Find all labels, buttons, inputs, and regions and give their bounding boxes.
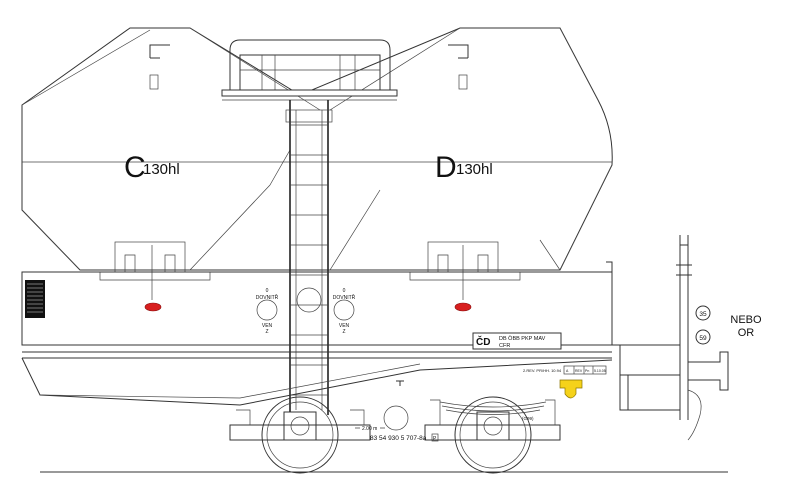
top-handrail (229, 39, 391, 90)
compartment-left-volume: 130hl (143, 161, 180, 178)
outlet-left (144, 302, 162, 312)
wagon-number: 83 54 930 5 707-8a (370, 435, 427, 442)
operator-plate (472, 332, 562, 350)
svg-text:DOVNITŘ: DOVNITŘ (256, 293, 279, 301)
svg-text:VEN: VEN (262, 323, 273, 329)
end-frame (612, 344, 681, 411)
symbol-35: 35 (695, 305, 711, 321)
valve-indicator-right: 0 DOVNITŘ VEN Z (333, 288, 356, 335)
operator-sub: CFR (499, 343, 510, 349)
revision-table (563, 365, 607, 375)
svg-text:0: 0 (266, 288, 269, 294)
revision-cell-2: Pn (585, 369, 589, 373)
vent-left-box (149, 74, 159, 90)
vent-left (149, 44, 170, 59)
hopper-cone-right (329, 164, 613, 271)
buffer (688, 351, 729, 391)
hopper-cone-left (21, 149, 291, 271)
discharge-unit-right (409, 241, 521, 312)
wagon-number-mark-box (431, 433, 439, 442)
top-handrail-inner (240, 55, 380, 90)
info-plate-lines (27, 283, 43, 313)
compartment-left-letter: C (124, 151, 146, 184)
hopper-body-outline (21, 27, 613, 271)
svg-text:59: 59 (699, 335, 707, 342)
info-plate (25, 280, 45, 318)
compartment-right-letter: D (435, 151, 457, 184)
operator-partners: DB ÖBB PKP MAV (499, 335, 546, 342)
svg-text:35: 35 (699, 311, 707, 318)
underframe-fishbelly (21, 357, 613, 406)
symbol-59: 59 (695, 329, 711, 345)
svg-text:0: 0 (343, 288, 346, 294)
revision-text: 2.REV. PR/HH. 10.94 (523, 368, 562, 373)
bogie-center-disc (383, 405, 409, 431)
end-post (606, 235, 692, 420)
leaf-spring (439, 401, 547, 415)
outlet-right (454, 302, 472, 312)
wagon-number-mark: P (433, 436, 437, 442)
ground-symbol (396, 380, 404, 386)
revision-cell-1: REV (575, 369, 583, 373)
svg-text:Z: Z (342, 329, 345, 335)
distance-label: 2.00 m (362, 426, 377, 432)
valve-indicator-left: 0 DOVNITŘ VEN Z (256, 288, 279, 335)
side-note: (G99) (522, 416, 534, 421)
center-handwheel (296, 287, 322, 313)
ladder-top-cap (285, 109, 333, 123)
vent-right (448, 44, 469, 59)
svg-text:DOVNITŘ: DOVNITŘ (333, 293, 356, 301)
revision-cell-3: 5.10.05 (594, 369, 606, 373)
wheel-right-1 (454, 396, 532, 474)
bogie-left (229, 396, 409, 474)
vent-right-box (458, 74, 468, 90)
yellow-coupling (559, 379, 583, 399)
compartment-right-volume: 130hl (456, 161, 493, 178)
revision-cell-0: A (566, 369, 569, 373)
bogie-right (424, 396, 561, 474)
svg-text:VEN: VEN (339, 323, 350, 329)
underframe-fishbelly-inner (39, 363, 421, 399)
or-label: OR (738, 327, 755, 339)
ladder-rungs (290, 124, 328, 396)
operator-code: ČD (476, 335, 490, 348)
hopper-diagonals (21, 27, 599, 111)
svg-text:Z: Z (265, 329, 268, 335)
discharge-unit-left (99, 241, 211, 312)
top-platform (221, 89, 398, 97)
wheel-left-1 (261, 396, 339, 474)
brake-hose (687, 389, 702, 441)
nebo-label: NEBO (730, 314, 762, 326)
